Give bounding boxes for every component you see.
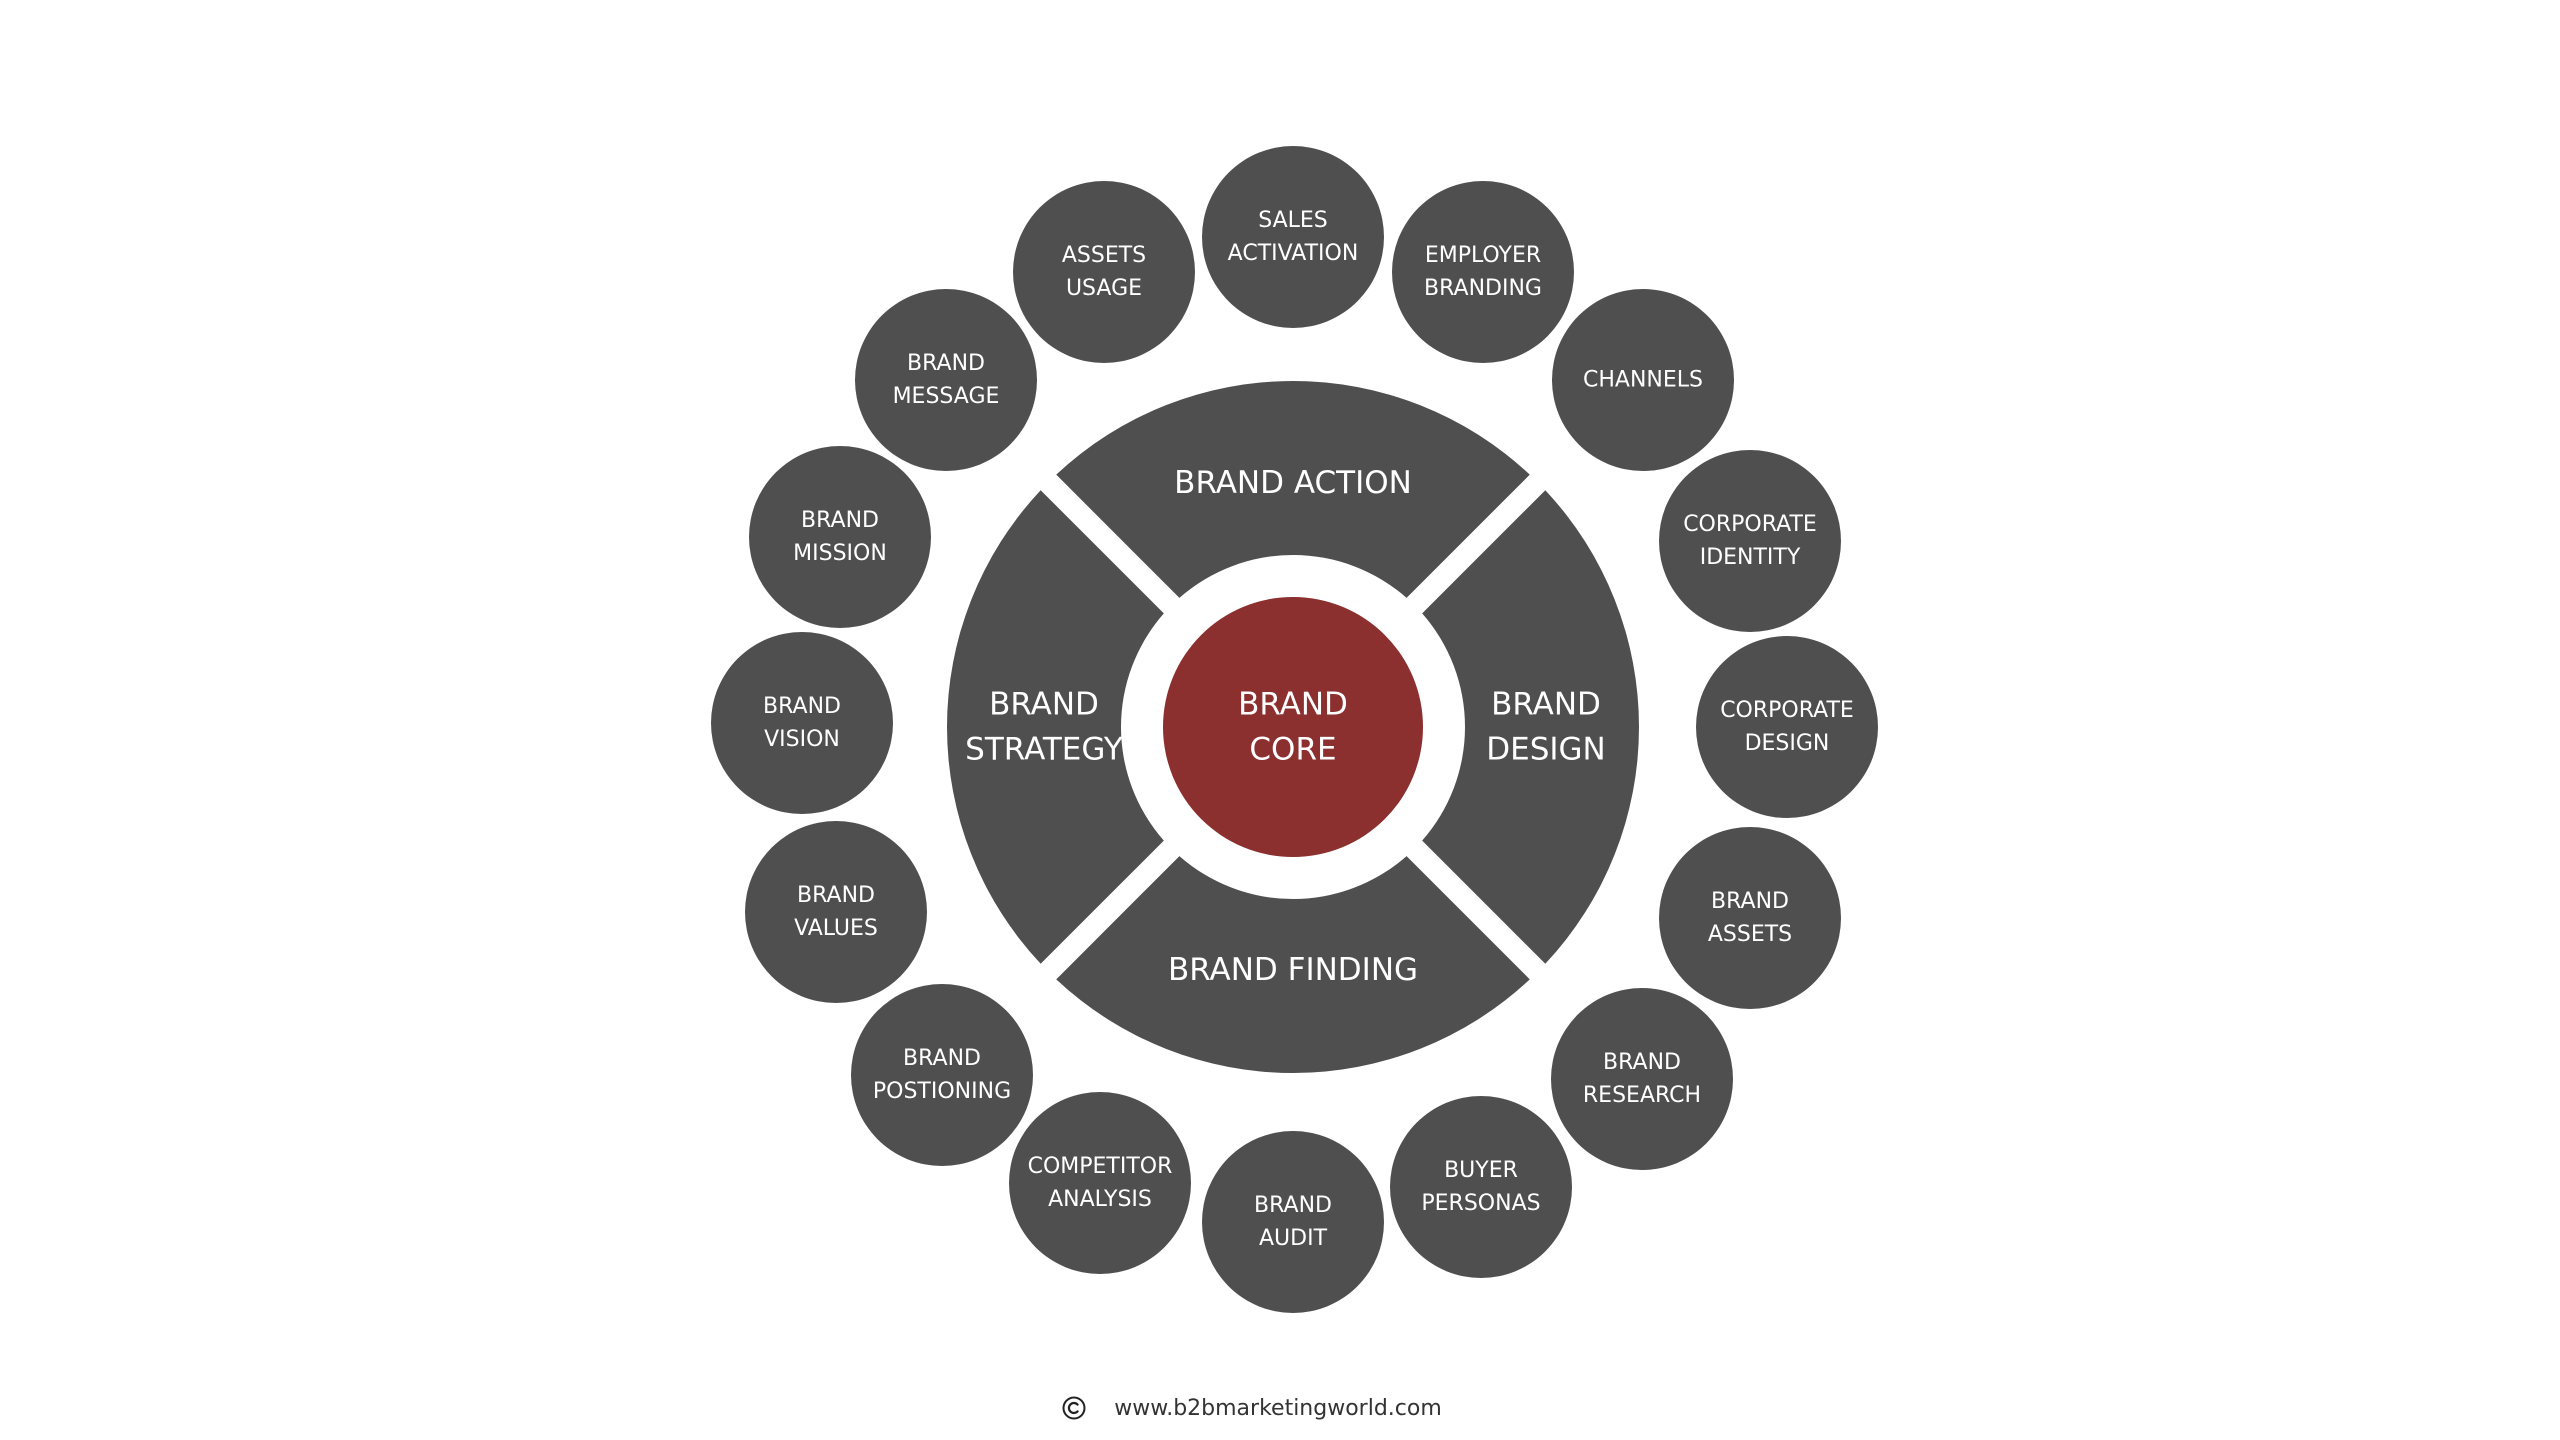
segment-finding-label: BRAND FINDING (1168, 952, 1418, 988)
satellite-competitor-analysis-label: COMPETITOR (1028, 1154, 1173, 1179)
satellite-brand-values-circle (745, 821, 927, 1003)
brand-core-label: CORE (1249, 732, 1336, 768)
footer: www.b2bmarketingworld.com (0, 1388, 2560, 1428)
satellite-competitor-analysis-circle (1009, 1092, 1191, 1274)
satellite-employer-branding-label: EMPLOYER (1425, 243, 1541, 268)
satellite-brand-postioning-label: BRAND (903, 1046, 981, 1071)
satellite-buyer-personas-label: PERSONAS (1421, 1191, 1540, 1216)
satellite-brand-message-circle (855, 289, 1037, 471)
satellite-sales-activation: SALES ACTIVATION (1202, 146, 1384, 328)
segment-finding: BRAND FINDING (1056, 856, 1530, 1074)
satellite-brand-vision-label: BRAND (763, 694, 841, 719)
satellite-brand-vision-circle (711, 632, 893, 814)
brand-core: BRAND CORE (1163, 597, 1423, 857)
segment-strategy-shape (946, 490, 1164, 964)
satellite-brand-mission-label: BRAND (801, 508, 879, 533)
brand-core-label: BRAND (1238, 687, 1348, 723)
satellite-brand-mission-label: MISSION (793, 541, 887, 566)
satellite-buyer-personas-circle (1390, 1096, 1572, 1278)
segment-action-shape (1056, 380, 1530, 598)
satellite-employer-branding-circle (1392, 181, 1574, 363)
satellite-brand-message-label: MESSAGE (893, 384, 1000, 409)
segment-action-label: BRAND ACTION (1174, 465, 1412, 501)
satellite-competitor-analysis: COMPETITOR ANALYSIS (1009, 1092, 1191, 1274)
satellite-brand-postioning: BRAND POSTIONING (851, 984, 1033, 1166)
satellite-corporate-identity-label: CORPORATE (1683, 512, 1817, 537)
satellite-brand-message-label: BRAND (907, 351, 985, 376)
satellite-buyer-personas: BUYER PERSONAS (1390, 1096, 1572, 1278)
satellite-channels: CHANNELS (1552, 289, 1734, 471)
footer-url: www.b2bmarketingworld.com (1114, 1395, 1442, 1421)
satellite-corporate-design-label: CORPORATE (1720, 698, 1854, 723)
satellite-channels-label: CHANNELS (1583, 368, 1703, 393)
satellite-brand-audit: BRAND AUDIT (1202, 1131, 1384, 1313)
satellite-employer-branding: EMPLOYER BRANDING (1392, 181, 1574, 363)
satellite-assets-usage-circle (1013, 181, 1195, 363)
copyright-icon (1062, 1396, 1086, 1420)
satellite-brand-assets-label: ASSETS (1708, 922, 1792, 947)
satellite-channels-circle (1552, 289, 1734, 471)
segment-strategy-label: STRATEGY (965, 732, 1123, 768)
satellite-brand-audit-label: AUDIT (1259, 1226, 1328, 1251)
satellite-brand-assets: BRAND ASSETS (1659, 827, 1841, 1009)
satellite-brand-mission-circle (749, 446, 931, 628)
satellite-brand-research-circle (1551, 988, 1733, 1170)
satellite-sales-activation-label: ACTIVATION (1228, 241, 1359, 266)
satellite-buyer-personas-label: BUYER (1444, 1158, 1518, 1183)
satellite-sales-activation-circle (1202, 146, 1384, 328)
satellite-assets-usage: ASSETS USAGE (1013, 181, 1195, 363)
satellite-brand-message: BRAND MESSAGE (855, 289, 1037, 471)
satellite-assets-usage-label: USAGE (1066, 276, 1142, 301)
satellite-competitor-analysis-label: ANALYSIS (1048, 1187, 1152, 1212)
satellite-brand-research-label: BRAND (1603, 1050, 1681, 1075)
satellite-employer-branding-label: BRANDING (1424, 276, 1542, 301)
satellite-brand-audit-label: BRAND (1254, 1193, 1332, 1218)
satellite-corporate-identity-circle (1659, 450, 1841, 632)
satellite-corporate-design-circle (1696, 636, 1878, 818)
satellite-corporate-identity-label: IDENTITY (1700, 545, 1801, 570)
satellite-brand-assets-circle (1659, 827, 1841, 1009)
segment-strategy-label: BRAND (989, 687, 1099, 723)
satellite-corporate-design-label: DESIGN (1745, 731, 1830, 756)
satellite-brand-values-label: BRAND (797, 883, 875, 908)
segment-strategy: BRAND STRATEGY (946, 490, 1164, 964)
satellite-assets-usage-label: ASSETS (1062, 243, 1146, 268)
satellite-brand-values-label: VALUES (794, 916, 878, 941)
segment-design-label: DESIGN (1486, 732, 1606, 768)
satellite-brand-research-label: RESEARCH (1583, 1083, 1701, 1108)
satellite-brand-postioning-circle (851, 984, 1033, 1166)
brand-core-circle (1163, 597, 1423, 857)
satellite-brand-audit-circle (1202, 1131, 1384, 1313)
satellite-corporate-identity: CORPORATE IDENTITY (1659, 450, 1841, 632)
satellite-sales-activation-label: SALES (1258, 208, 1328, 233)
satellite-brand-research: BRAND RESEARCH (1551, 988, 1733, 1170)
satellite-brand-vision: BRAND VISION (711, 632, 893, 814)
satellite-brand-mission: BRAND MISSION (749, 446, 931, 628)
segment-design: BRAND DESIGN (1422, 490, 1639, 964)
satellite-corporate-design: CORPORATE DESIGN (1696, 636, 1878, 818)
segment-design-shape (1422, 490, 1639, 964)
segment-design-label: BRAND (1491, 687, 1601, 723)
segment-finding-shape (1056, 856, 1530, 1074)
satellite-brand-assets-label: BRAND (1711, 889, 1789, 914)
segment-action: BRAND ACTION (1056, 380, 1530, 598)
satellite-brand-vision-label: VISION (764, 727, 840, 752)
satellite-brand-postioning-label: POSTIONING (873, 1079, 1011, 1104)
satellite-brand-values: BRAND VALUES (745, 821, 927, 1003)
